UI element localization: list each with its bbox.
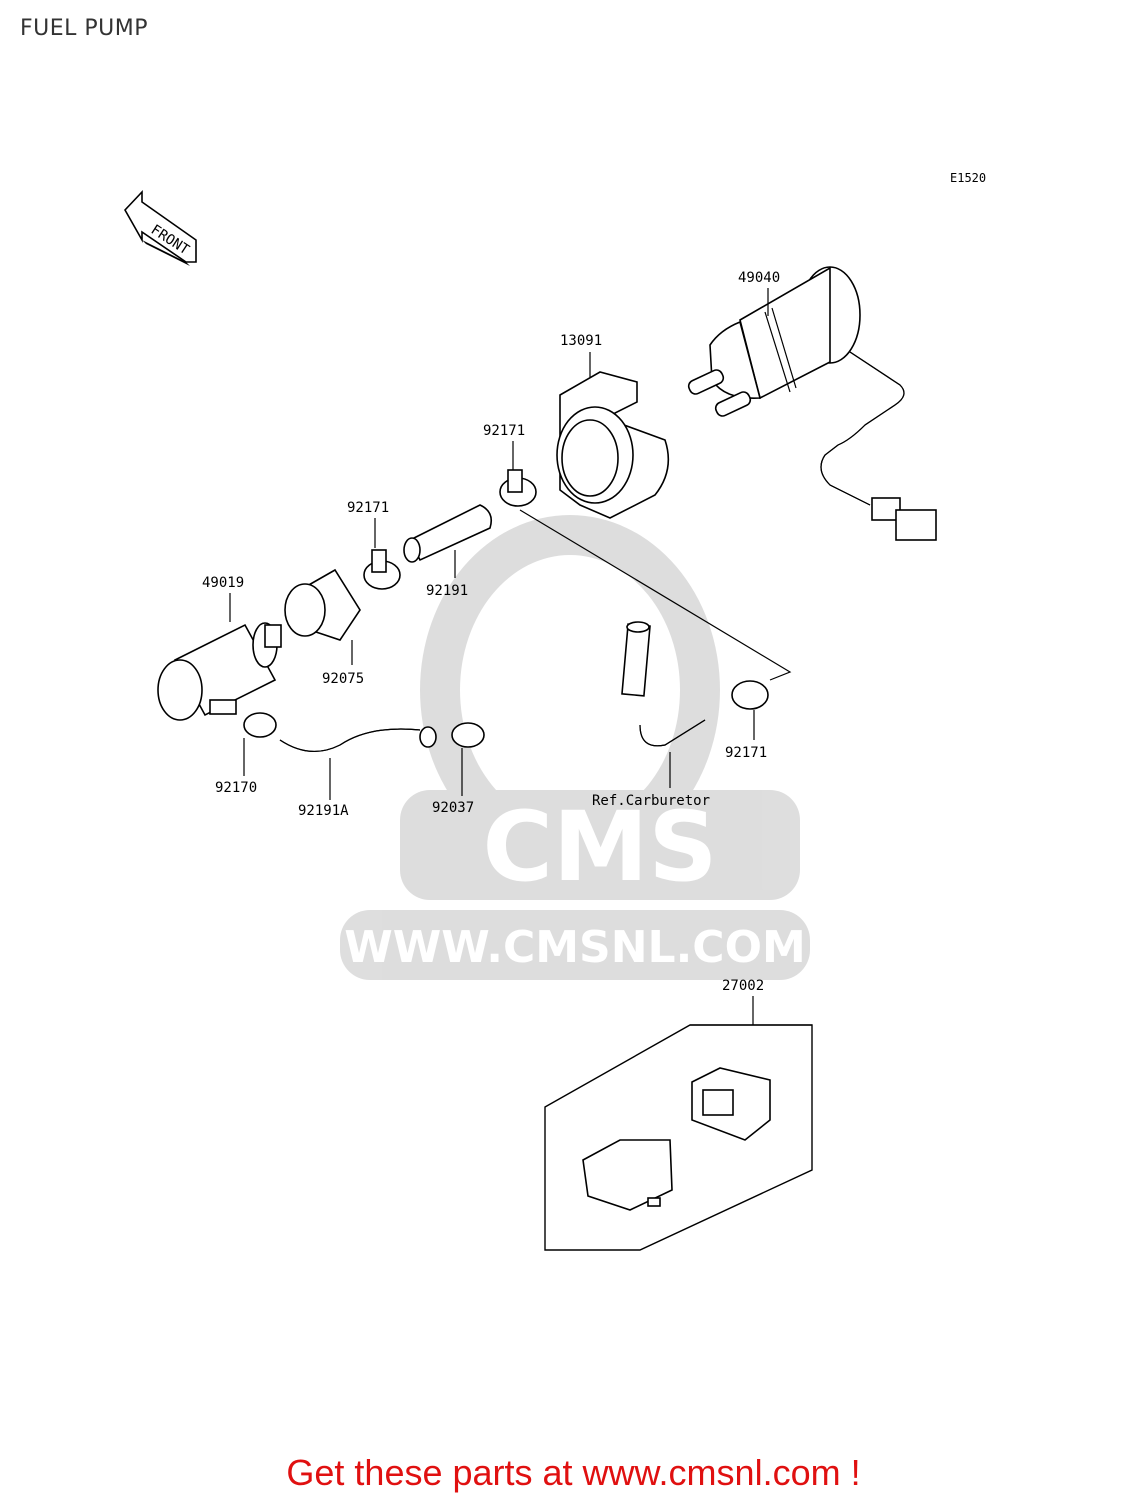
callout-49040: 49040 <box>738 270 780 286</box>
connector-kit-part <box>544 1024 813 1251</box>
fuel-filter-part <box>157 622 282 721</box>
callout-92075: 92075 <box>322 671 364 687</box>
sleeve-part <box>284 568 361 641</box>
watermark <box>340 515 810 980</box>
callout-92170: 92170 <box>215 780 257 796</box>
callout-92171-right: 92171 <box>725 745 767 761</box>
callout-92037: 92037 <box>432 800 474 816</box>
page-title: FUEL PUMP <box>20 16 149 41</box>
diagram-code: E1520 <box>950 171 987 185</box>
callout-27002: 27002 <box>722 978 764 994</box>
callout-49019: 49019 <box>202 575 244 591</box>
callout-92191: 92191 <box>426 583 468 599</box>
watermark-url: WWW.CMSNL.COM <box>344 922 806 973</box>
hose-part-92191 <box>403 504 493 563</box>
clamp-part-top <box>499 469 537 507</box>
bracket-part <box>556 371 670 519</box>
fuel-pump-part <box>687 266 937 541</box>
clamp-part-right <box>731 680 769 710</box>
watermark-logo: CMS <box>482 791 717 903</box>
callout-ref-carburetor: Ref.Carburetor <box>592 793 710 809</box>
callout-92191a: 92191A <box>298 803 349 819</box>
carburetor-hose-part <box>621 621 706 747</box>
footer-link[interactable]: Get these parts at www.cmsnl.com ! <box>286 1452 861 1493</box>
clamp-part-92170 <box>243 712 277 738</box>
callout-92171-mid: 92171 <box>347 500 389 516</box>
clamp-part-92037 <box>451 722 485 748</box>
callout-92171-top: 92171 <box>483 423 525 439</box>
front-arrow-icon <box>124 189 197 266</box>
parts-diagram: CMS WWW.CMSNL.COM FRONT 49040 13091 9217… <box>124 189 937 1251</box>
clamp-part-mid <box>363 549 401 590</box>
callout-13091: 13091 <box>560 333 602 349</box>
hose-part-92191a <box>279 726 437 753</box>
